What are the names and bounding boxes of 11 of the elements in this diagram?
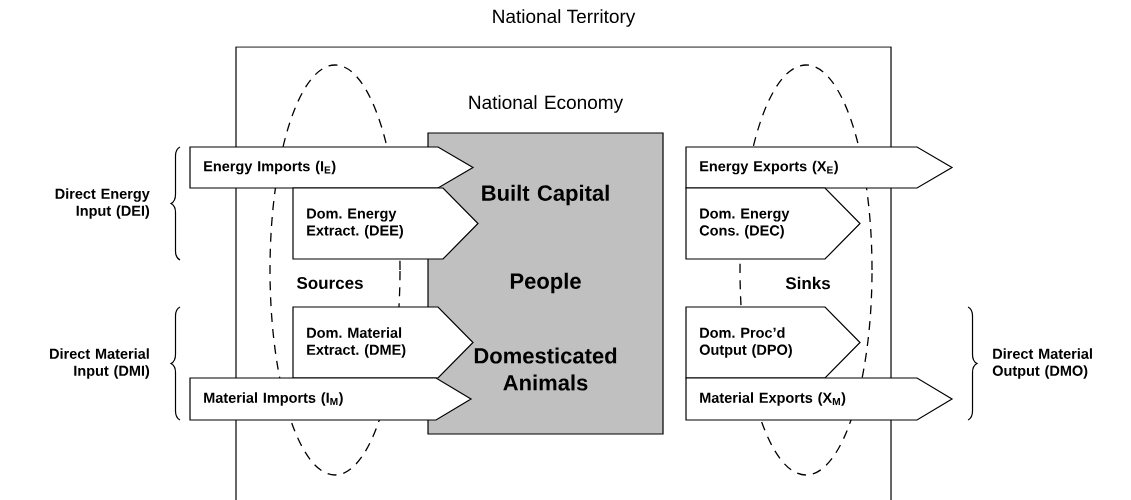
pointed-box: Dom. Proc’d Output (DPO) [685,306,861,379]
brace-label: Direct Material Input (DMI) [50,348,150,379]
pointed-box: Dom. Energy Cons. (DEC) [685,187,861,260]
pointed-box: Dom. Energy Extract. (DEE) [292,187,479,260]
brace-label: Direct Material Output (DMO) [992,348,1092,379]
pointed-box: Material Exports (X$_{M}$) [685,377,954,421]
pointed-box: Material Imports (I$_{M}$) [189,377,473,421]
node-label: National Economy [469,95,624,113]
pointed-box: Energy Exports (X$_{E}$) [685,146,954,189]
brace-label: Direct Energy Input (DEI) [55,188,150,219]
pointed-box: Energy Imports (I$_{E}$) [189,146,475,189]
